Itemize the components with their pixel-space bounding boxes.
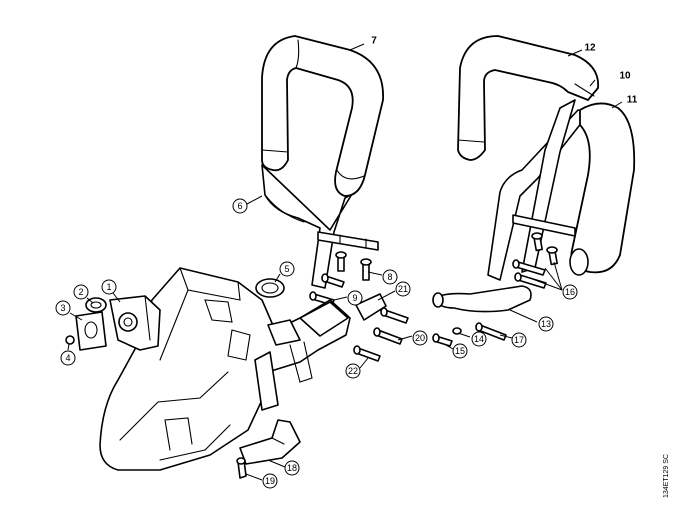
svg-text:18: 18 [287,463,297,473]
svg-text:14: 14 [474,334,484,344]
svg-text:7: 7 [371,36,377,47]
bolts-right-handlebar [512,232,558,289]
callout-15: 15 [452,343,468,359]
callout-20: 20 [412,330,428,346]
callout-4: 4 [60,350,76,366]
fasteners-lower-right [432,322,507,347]
svg-text:22: 22 [348,366,358,376]
svg-text:13: 13 [541,319,551,329]
svg-text:3: 3 [60,303,65,313]
fasteners-center [309,251,409,362]
callout-16: 16 [562,284,578,300]
callout-10: 10 [619,71,631,82]
callout-7: 7 [371,36,377,47]
carburetor-assembly [65,295,161,351]
svg-text:4: 4 [65,353,70,363]
callout-2: 2 [73,284,89,300]
svg-text:11: 11 [627,95,638,106]
callout-14: 14 [471,331,487,347]
svg-text:8: 8 [387,272,392,282]
handlebar-right [457,35,636,281]
callout-12: 12 [584,43,596,54]
callout-22: 22 [345,363,361,379]
svg-text:1: 1 [106,282,111,292]
engine-housing [99,267,351,471]
callout-18: 18 [284,460,300,476]
callout-3: 3 [55,300,71,316]
svg-text:2: 2 [78,287,83,297]
callout-19: 19 [262,473,278,489]
svg-text:9: 9 [352,293,357,303]
callout-1: 1 [101,279,117,295]
svg-text:17: 17 [514,335,524,345]
svg-text:10: 10 [619,71,631,82]
callout-17: 17 [511,332,527,348]
svg-text:21: 21 [398,284,408,294]
svg-text:15: 15 [455,346,465,356]
callout-13: 13 [538,316,554,332]
bracket-18 [236,419,301,479]
callout-21: 21 [395,281,411,297]
loop-handle-13 [432,285,532,313]
callout-6: 6 [232,198,248,214]
callout-11: 11 [627,95,638,106]
callout-9: 9 [347,290,363,306]
svg-text:5: 5 [284,264,289,274]
svg-text:20: 20 [415,333,425,343]
leader-lines [67,43,623,481]
grip-right-side [570,102,636,274]
svg-text:12: 12 [584,43,596,54]
grip-right-top [457,35,599,161]
reference-code: 134ET129 SC [663,454,670,498]
grip-left-handlebar [261,35,384,197]
clamp-5 [255,278,285,298]
svg-text:16: 16 [565,287,575,297]
callout-8: 8 [382,269,398,285]
svg-text:6: 6 [237,201,242,211]
svg-text:19: 19 [265,476,275,486]
callout-5: 5 [279,261,295,277]
handlebar-left [261,35,384,289]
